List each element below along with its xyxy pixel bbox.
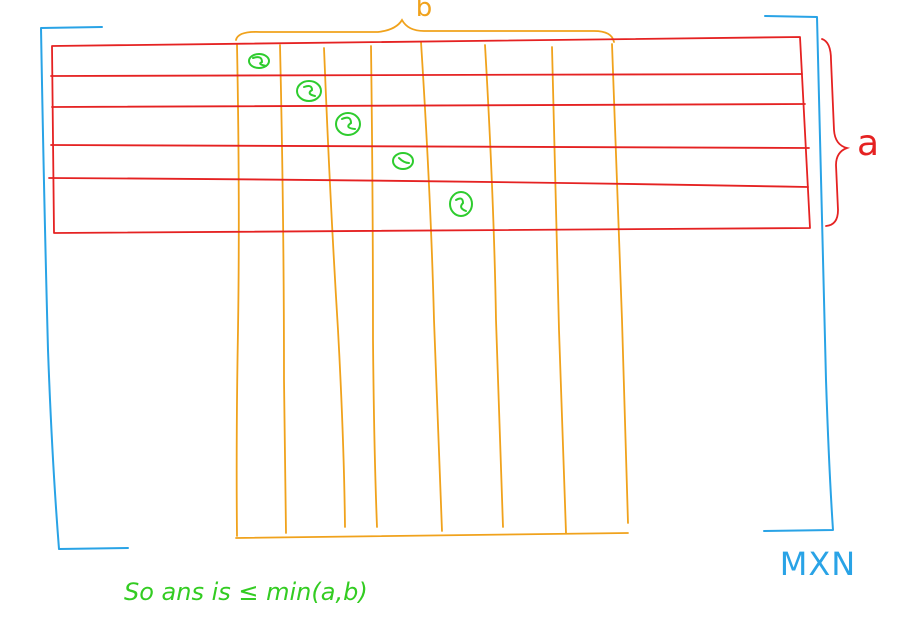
top-brace-label: b (416, 0, 433, 23)
matrix-bracket (40, 15, 834, 550)
row-line (50, 73, 803, 77)
column-line (235, 44, 240, 537)
row-outline (51, 36, 811, 234)
column-line (370, 45, 378, 528)
left-bracket (40, 26, 129, 550)
column-line (611, 43, 629, 524)
selection-marks (248, 53, 473, 217)
mark-circle (392, 152, 414, 170)
mark-circle (449, 191, 473, 217)
right-brace-label: a (857, 123, 879, 164)
top-brace (235, 18, 615, 43)
mark-circle (335, 112, 361, 136)
column-line (551, 46, 567, 534)
column-line (323, 47, 346, 528)
matrix-size-label: MXN (780, 545, 856, 583)
column-line (279, 44, 287, 534)
row-line (50, 144, 810, 149)
mark-circle (296, 80, 322, 102)
mark-circle (248, 53, 270, 69)
right-brace (821, 38, 851, 227)
row-line (51, 103, 806, 108)
column-line (420, 41, 443, 532)
conclusion-text: So ans is ≤ min(a,b) (124, 578, 368, 606)
column-line (484, 44, 504, 528)
row-line (48, 177, 809, 188)
column-bottom (235, 532, 629, 539)
right-bracket (763, 15, 834, 532)
column-strips (235, 41, 629, 539)
row-strips (48, 36, 811, 234)
